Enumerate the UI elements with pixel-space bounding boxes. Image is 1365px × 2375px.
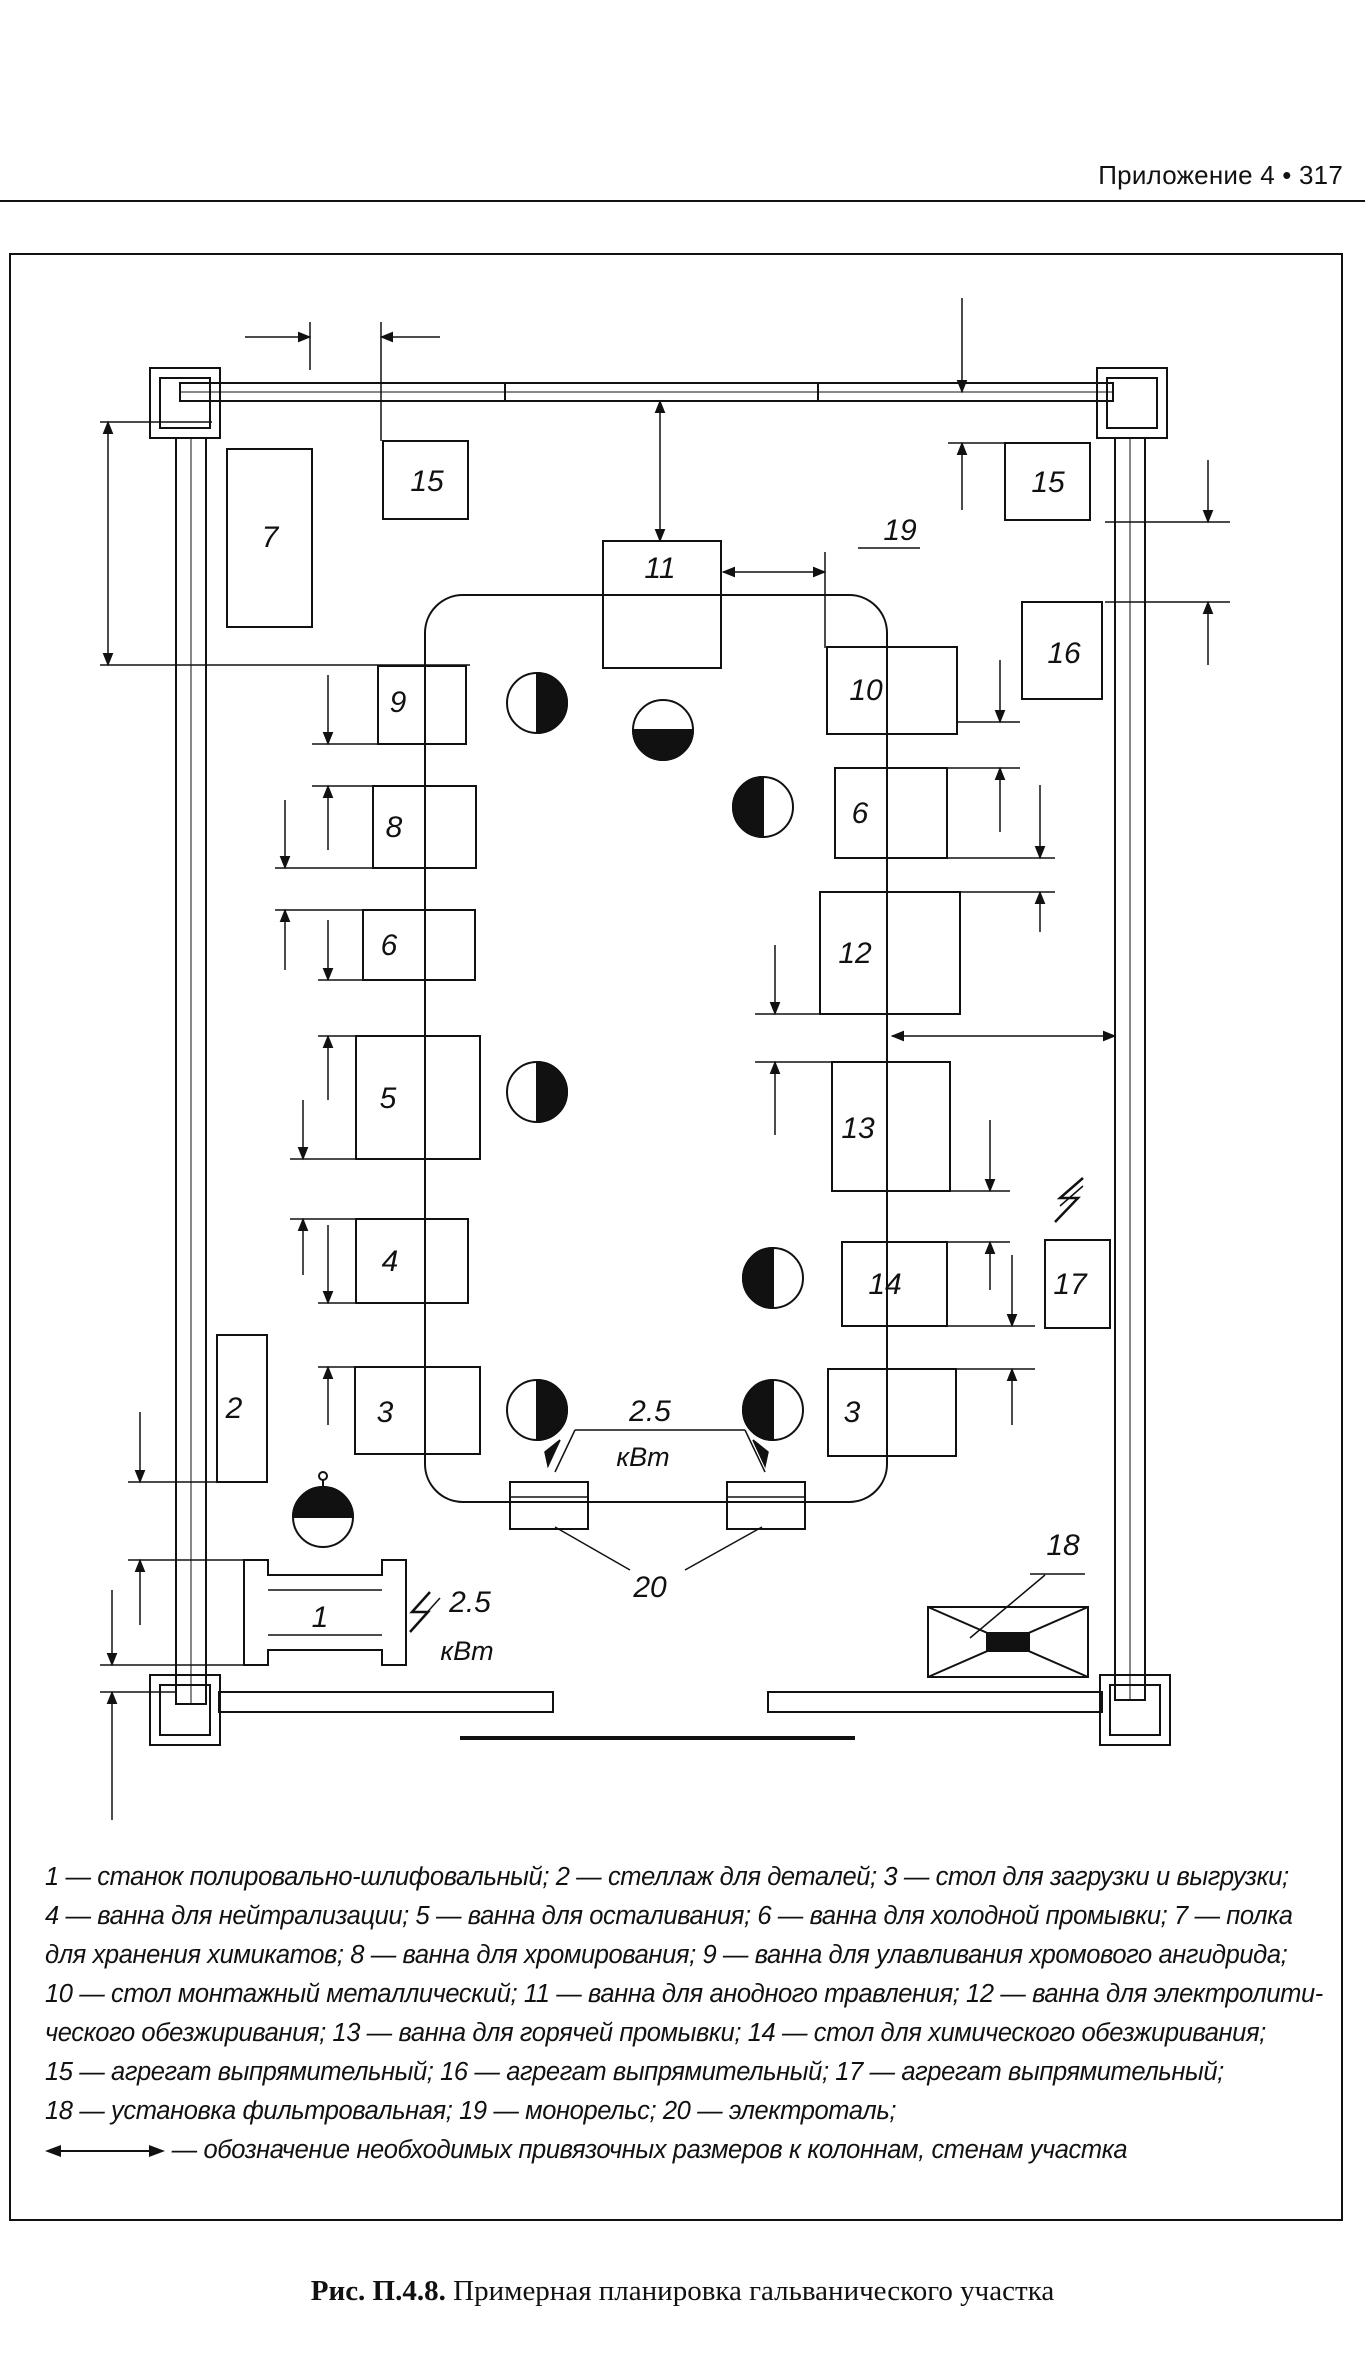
label-15-right: 15 <box>1031 466 1065 499</box>
bath-13 <box>831 1061 951 1192</box>
power-icons <box>409 1177 1084 1633</box>
bath-4 <box>355 1218 469 1304</box>
figure-legend: 1 — станок полировально-шлифовальный; 2 … <box>45 1858 1335 2170</box>
header-rule <box>0 200 1365 202</box>
hoist-20-right <box>726 1481 806 1530</box>
figure-title: Примерная планировка гальванического уча… <box>445 2275 1055 2307</box>
columns <box>149 367 1171 1746</box>
label-3-right: 3 <box>844 1396 861 1429</box>
lightning-icon <box>421 1597 441 1619</box>
electric-point-icon <box>506 1060 568 1124</box>
figure-frame <box>9 253 1343 2221</box>
bath-6-left <box>362 909 476 981</box>
legend-line: 18 — установка фильтровальная; 19 — моно… <box>45 2097 897 2125</box>
rectifier-15-left <box>382 440 469 520</box>
column-top-right <box>1096 367 1168 439</box>
dimension-arrows <box>100 298 1230 1820</box>
walls <box>175 382 1146 1740</box>
label-6-left: 6 <box>381 929 398 962</box>
power-bottom-value: 2.5 <box>448 1586 491 1619</box>
label-7: 7 <box>262 521 280 554</box>
filter-18 <box>927 1606 1089 1678</box>
legend-line: 15 — агрегат выпрямительный; 16 — агрега… <box>45 2058 1224 2086</box>
power-top-value: 2.5 <box>628 1395 671 1428</box>
electric-point-icon <box>506 1378 568 1442</box>
bath-8 <box>372 785 477 869</box>
label-6-right: 6 <box>852 797 869 830</box>
rectifier-16 <box>1021 601 1103 700</box>
label-16: 16 <box>1047 637 1081 670</box>
electric-point-icon <box>291 1471 355 1548</box>
bath-6-right <box>834 767 948 859</box>
label-18: 18 <box>1046 1529 1080 1562</box>
floor-plan: 1 2 3 3 4 5 6 6 7 8 9 10 11 12 13 14 15 … <box>100 298 1230 1820</box>
legend-line: ческого обезжиривания; 13 — ванна для го… <box>45 2019 1266 2047</box>
bath-12 <box>819 891 961 1015</box>
label-11: 11 <box>644 552 675 585</box>
label-3-left: 3 <box>377 1396 394 1429</box>
equipment-labels: 1 2 3 3 4 5 6 6 7 8 9 10 11 12 13 14 15 … <box>225 465 1088 1666</box>
label-4: 4 <box>382 1245 399 1278</box>
label-2: 2 <box>225 1392 243 1425</box>
column-top-left <box>149 367 221 439</box>
shelf-7 <box>226 448 313 628</box>
running-header: Приложение 4 • 317 <box>1098 160 1343 190</box>
legend-line: 10 — стол монтажный металлический; 11 — … <box>45 1980 1323 2008</box>
electric-points <box>291 671 804 1548</box>
label-13: 13 <box>841 1112 875 1145</box>
bath-9 <box>377 665 467 745</box>
electric-point-icon <box>631 699 695 761</box>
table-10 <box>826 646 958 735</box>
leader-lines <box>544 1429 1085 1639</box>
equipment <box>216 440 1111 1678</box>
label-20: 20 <box>632 1571 667 1604</box>
label-9: 9 <box>390 686 407 719</box>
electric-point-icon <box>732 775 794 839</box>
machine-1 <box>243 1559 407 1666</box>
legend-line: 4 — ванна для нейтрализации; 5 — ванна д… <box>45 1902 1293 1930</box>
label-14: 14 <box>868 1268 901 1301</box>
legend-marker-line: — обозначение необходимых привязочных ра… <box>45 2131 1335 2170</box>
label-17: 17 <box>1053 1268 1088 1301</box>
legend-line: для хранения химикатов; 8 — ванна для хр… <box>45 1941 1288 1969</box>
rectifier-17 <box>1044 1239 1111 1329</box>
label-15-left: 15 <box>410 465 444 498</box>
power-top-unit: кВт <box>616 1442 669 1472</box>
electric-point-icon <box>506 671 568 735</box>
lightning-icon <box>1054 1177 1084 1223</box>
legend-line: 1 — станок полировально-шлифовальный; 2 … <box>45 1863 1289 1891</box>
figure-caption: Рис. П.4.8. Примерная планировка гальван… <box>0 2275 1365 2308</box>
bath-5 <box>355 1035 481 1160</box>
label-8: 8 <box>386 811 403 844</box>
table-3-left <box>354 1366 481 1455</box>
column-bottom-right <box>1099 1674 1171 1746</box>
electric-point-icon <box>742 1378 804 1442</box>
rack-2 <box>216 1334 268 1483</box>
label-19: 19 <box>883 514 917 547</box>
label-10: 10 <box>849 674 883 707</box>
hoist-20-left <box>509 1481 589 1530</box>
monorail-loop <box>424 594 888 1503</box>
column-bottom-left <box>149 1674 221 1746</box>
power-bottom-unit: кВт <box>440 1636 493 1666</box>
label-1: 1 <box>312 1601 329 1634</box>
label-5: 5 <box>380 1082 397 1115</box>
lightning-icon <box>1059 1185 1084 1207</box>
legend-marker-text: — обозначение необходимых привязочных ра… <box>165 2136 1128 2164</box>
double-arrow-icon <box>45 2145 165 2158</box>
table-3-right <box>827 1368 957 1457</box>
figure-number: Рис. П.4.8. <box>310 2275 446 2307</box>
table-14 <box>841 1241 948 1327</box>
rectifier-15-right <box>1004 442 1091 521</box>
lightning-icon <box>409 1591 431 1633</box>
label-12: 12 <box>838 937 872 970</box>
electric-point-icon <box>742 1246 804 1310</box>
